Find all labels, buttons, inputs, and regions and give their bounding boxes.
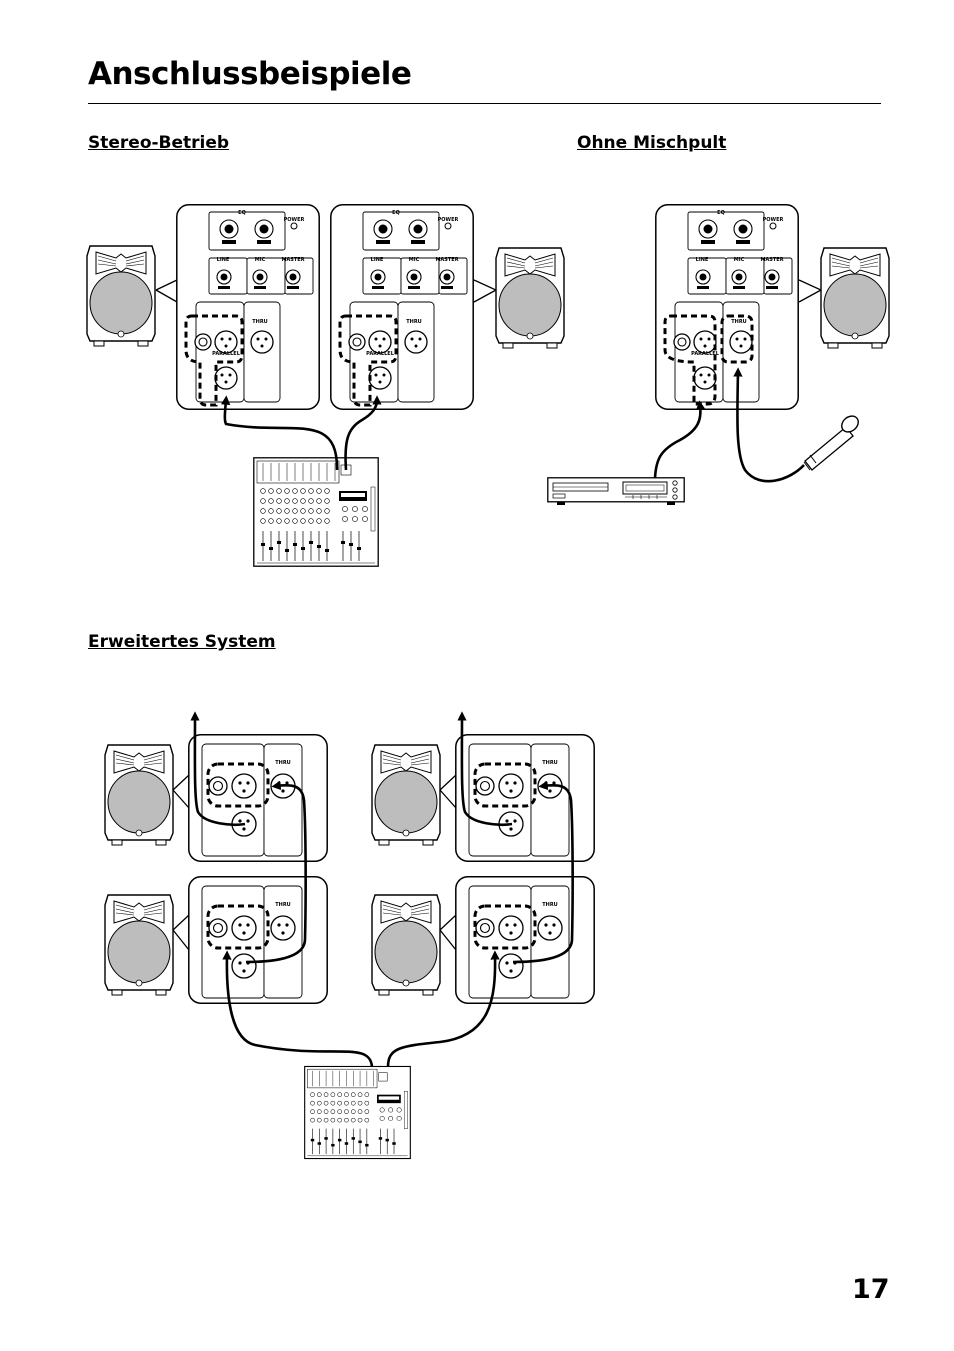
highlight-input-right — [338, 314, 398, 407]
svg-text:THRU: THRU — [252, 319, 268, 325]
svg-text:POWER: POWER — [438, 217, 459, 223]
svg-text:PARALLEL: PARALLEL — [691, 351, 720, 357]
highlight-ext-bottom-right — [473, 904, 537, 950]
mixer-extended — [304, 1065, 411, 1160]
heading-stereo: Stereo-Betrieb — [88, 133, 230, 153]
page-number: 17 — [852, 1274, 890, 1305]
cable-ext-out-right — [457, 711, 513, 826]
svg-text:THRU: THRU — [731, 319, 747, 325]
svg-text:MIC: MIC — [734, 257, 745, 263]
heading-no-mixer: Ohne Mischpult — [577, 133, 727, 153]
speaker-ext-bottom-right — [371, 894, 441, 996]
speaker-ext-top-left — [104, 744, 174, 846]
cable-mixer-ext-right — [386, 950, 500, 1068]
svg-text:MASTER: MASTER — [435, 257, 458, 263]
speaker-ext-top-right — [371, 744, 441, 846]
svg-text:LINE: LINE — [217, 257, 230, 263]
cable-ext-out-left — [190, 711, 246, 826]
cable-ext-link-left — [245, 780, 307, 964]
cd-player — [547, 477, 685, 506]
svg-text:THRU: THRU — [275, 902, 291, 908]
highlight-ext-top-right — [473, 762, 537, 808]
panel-labels-no-mixer: EQ POWER LINE MIC MASTER THRU PARALLEL — [691, 210, 784, 357]
speaker-ext-bottom-left — [104, 894, 174, 996]
svg-text:THRU: THRU — [275, 760, 291, 766]
svg-text:POWER: POWER — [284, 217, 305, 223]
svg-text:MASTER: MASTER — [281, 257, 304, 263]
panel-labels-left: EQ POWER LINE MIC MASTER THRU PARALLEL — [212, 210, 305, 357]
svg-text:POWER: POWER — [763, 217, 784, 223]
highlight-ext-top-left — [206, 762, 270, 808]
microphone — [803, 415, 859, 471]
rear-panel-right — [330, 204, 474, 410]
speaker-left — [86, 245, 156, 347]
svg-text:THRU: THRU — [542, 760, 558, 766]
cable-ext-link-right — [512, 780, 574, 964]
heading-extended: Erweitertes System — [88, 632, 276, 652]
svg-text:LINE: LINE — [371, 257, 384, 263]
svg-text:MIC: MIC — [255, 257, 266, 263]
panel-labels-ext: THRU THRU THRU THRU — [275, 760, 558, 908]
panel-labels-right: EQ POWER LINE MIC MASTER THRU PARALLEL — [366, 210, 459, 357]
page-title: Anschlussbeispiele — [88, 56, 412, 92]
cable-mixer-right — [344, 395, 382, 471]
cable-mixer-left — [220, 395, 339, 471]
mixer-stereo — [253, 457, 379, 567]
svg-text:EQ: EQ — [717, 210, 725, 216]
highlight-input-left — [184, 314, 244, 407]
rear-panel-no-mixer — [655, 204, 799, 410]
cable-mixer-ext-left — [222, 950, 374, 1068]
svg-text:THRU: THRU — [406, 319, 422, 325]
cable-cd-player — [653, 400, 706, 479]
highlight-mic-input — [720, 314, 754, 364]
svg-text:PARALLEL: PARALLEL — [366, 351, 395, 357]
speaker-no-mixer — [820, 247, 890, 349]
svg-text:THRU: THRU — [542, 902, 558, 908]
cable-microphone — [733, 367, 805, 483]
rear-panel-left — [176, 204, 320, 410]
svg-text:EQ: EQ — [238, 210, 246, 216]
svg-text:MASTER: MASTER — [760, 257, 783, 263]
highlight-ext-bottom-left — [206, 904, 270, 950]
svg-text:PARALLEL: PARALLEL — [212, 351, 241, 357]
title-rule — [88, 103, 881, 104]
speaker-right — [495, 247, 565, 349]
svg-text:EQ: EQ — [392, 210, 400, 216]
svg-text:LINE: LINE — [696, 257, 709, 263]
svg-text:MIC: MIC — [409, 257, 420, 263]
